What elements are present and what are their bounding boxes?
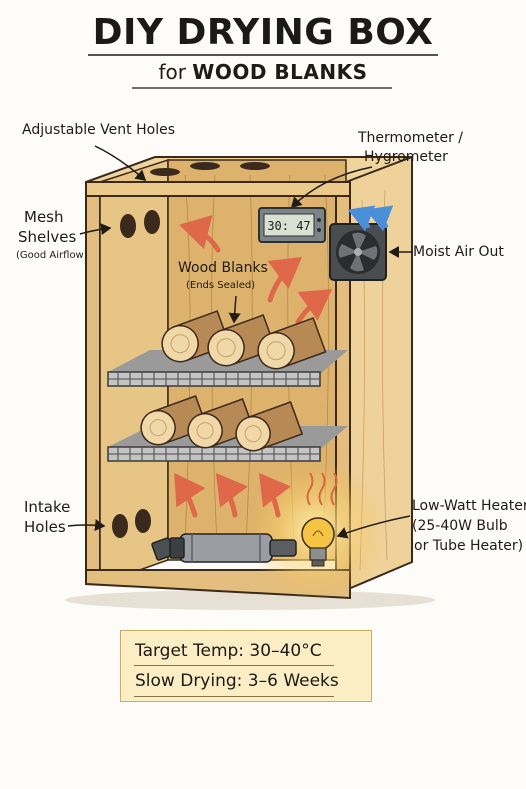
subtitle-main: WOOD BLANKS <box>192 60 368 84</box>
wood-blanks-upper <box>161 310 327 370</box>
wood-blanks-lower <box>140 395 304 452</box>
note-underline <box>134 696 334 697</box>
thermometer-dot <box>317 228 321 232</box>
intake-hole <box>135 509 151 533</box>
label-wood-blanks-note: (Ends Sealed) <box>186 280 256 291</box>
label-thermometer-line1: Thermometer / <box>358 130 464 146</box>
label-heater-line3: or Tube Heater) <box>414 538 524 554</box>
drying-time-note: Slow Drying: 3–6 Weeks <box>135 671 339 691</box>
note-underline <box>134 665 334 666</box>
heat-bulb-icon <box>301 517 335 567</box>
annotation-arrows <box>67 145 412 539</box>
fan-blades-icon <box>338 232 378 272</box>
subtitle-prefix: for <box>158 60 186 84</box>
label-mesh-note: (Good Airflow) <box>16 250 88 261</box>
airflow-arrows <box>174 215 333 518</box>
fan-hub <box>354 248 362 256</box>
vent-hole <box>240 162 270 170</box>
label-moist-air-out: Moist Air Out <box>413 244 504 260</box>
label-wood-blanks: Wood Blanks <box>178 260 268 276</box>
top-beam <box>85 181 351 197</box>
left-front-post <box>85 181 101 585</box>
thermometer-reading: 30: 47 <box>267 219 310 233</box>
intake-hole <box>112 514 128 538</box>
heat-waves <box>306 472 338 506</box>
vent-hole <box>150 168 180 176</box>
side-vent-hole <box>120 214 136 238</box>
thermometer-display <box>263 213 315 237</box>
label-heater-line1: Low-Watt Heater <box>412 498 526 514</box>
page-title: DIY DRYING BOX <box>92 12 434 53</box>
label-intake-line1: Intake <box>24 498 71 516</box>
side-vent-hole <box>144 210 160 234</box>
label-mesh-line2: Shelves <box>18 228 77 246</box>
label-heater-line2: (25-40W Bulb <box>412 518 508 534</box>
thermometer-dot <box>317 218 321 222</box>
target-temp-note: Target Temp: 30–40°C <box>135 641 322 661</box>
label-intake-line2: Holes <box>24 518 66 536</box>
tube-heater <box>151 533 297 563</box>
page-subtitle: for WOOD BLANKS <box>0 60 526 84</box>
label-mesh-line1: Mesh <box>24 208 64 226</box>
mesh-grid <box>108 372 320 386</box>
moist-air-arrows <box>347 205 394 232</box>
info-note-box: Target Temp: 30–40°C Slow Drying: 3–6 We… <box>120 630 372 702</box>
label-thermometer-line2: Hygrometer <box>364 149 448 165</box>
vent-hole <box>190 162 220 170</box>
label-vent-holes: Adjustable Vent Holes <box>22 122 175 138</box>
